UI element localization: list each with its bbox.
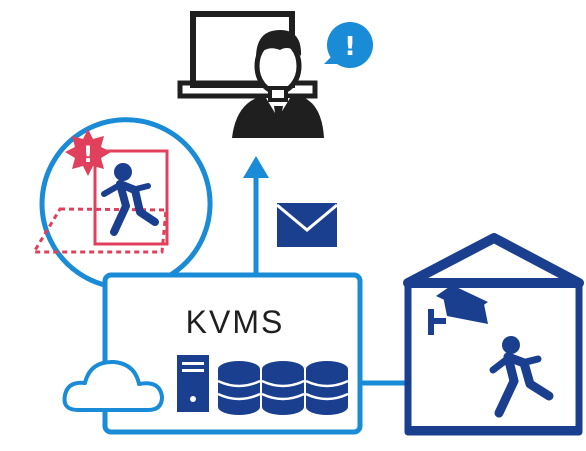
kvms-label: KVMS: [186, 304, 285, 340]
detection-box: [93, 149, 169, 246]
operator-at-monitor-icon: [232, 30, 324, 138]
detection-alert-text: !: [83, 143, 93, 168]
monitor-base: [177, 80, 318, 99]
database-icon: [305, 361, 349, 415]
server-tower-icon: [177, 355, 209, 412]
operator-alert-text: !: [344, 32, 356, 62]
detection-alert-badge: !: [65, 129, 111, 176]
operator-alert-badge: !: [324, 22, 373, 68]
notification-arrow: [243, 156, 269, 275]
security-camera-icon: [428, 285, 488, 335]
cloud-icon: [62, 359, 164, 412]
detection-bubble: !: [31, 117, 213, 306]
envelope-icon: [276, 203, 338, 247]
operator-station: !: [177, 11, 373, 138]
database-icon: [212, 369, 218, 407]
database-icon: [261, 361, 305, 415]
intruder-running-person-icon: [489, 336, 554, 418]
detection-zone: [31, 207, 168, 254]
database-icon: [217, 361, 261, 415]
database-group: [212, 361, 349, 415]
running-person-icon: [101, 163, 159, 236]
